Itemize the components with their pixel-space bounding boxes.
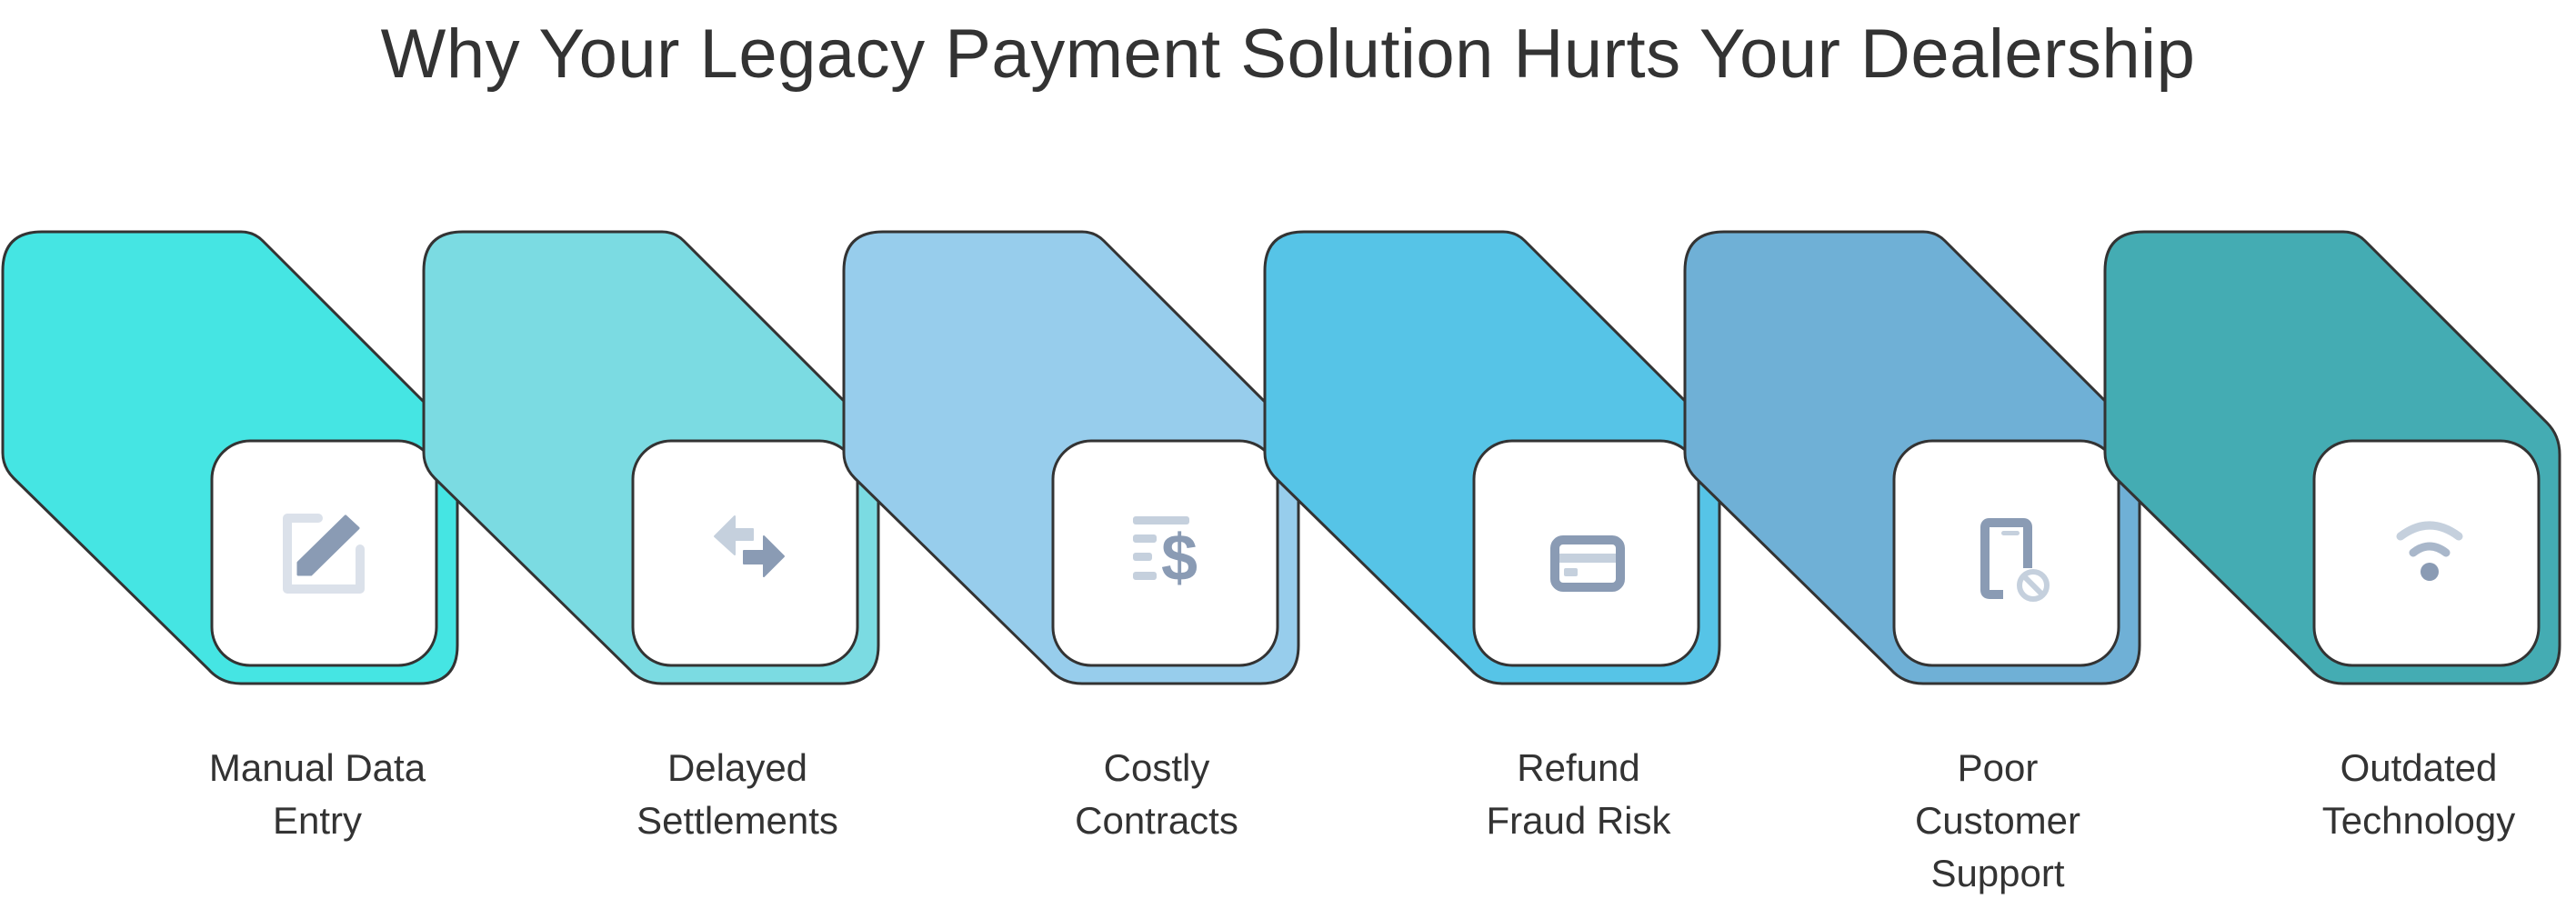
stage-2 xyxy=(422,230,880,685)
stage-4 xyxy=(1263,230,1721,685)
stage-1-label-line: Entry xyxy=(272,799,363,842)
stage-2-label: Delayed Settlements xyxy=(519,742,956,847)
stage-5-label-line: Customer xyxy=(1914,799,2081,842)
edit-icon xyxy=(283,514,365,594)
stage-6-label: Outdated Technology xyxy=(2200,742,2576,847)
stage-3-icon-box xyxy=(1051,439,1279,667)
stage-4-icon-box xyxy=(1472,439,1700,667)
stage-1-label-line: Manual Data xyxy=(208,746,426,789)
stage-4-label-line: Refund xyxy=(1517,746,1640,789)
stage-1 xyxy=(1,230,459,685)
stage-5-label-line: Poor xyxy=(1957,746,2039,789)
phone-blocked-icon xyxy=(1980,518,2050,602)
stage-3: $ xyxy=(842,230,1300,685)
credit-card-icon xyxy=(1550,535,1625,592)
stage-5 xyxy=(1683,230,2141,685)
stage-3-label: Costly Contracts xyxy=(938,742,1375,847)
svg-text:$: $ xyxy=(1161,522,1198,594)
stage-6-label-line: Outdated xyxy=(2340,746,2498,789)
page-title: Why Your Legacy Payment Solution Hurts Y… xyxy=(380,15,2196,93)
invoice-dollar-icon: $ xyxy=(1133,516,1198,594)
stage-5-label: Poor Customer Support xyxy=(1779,742,2216,900)
stage-6 xyxy=(2103,230,2561,685)
wifi-icon xyxy=(2396,521,2463,581)
stage-4-label-line: Fraud Risk xyxy=(1486,799,1671,842)
stage-4-label: Refund Fraud Risk xyxy=(1360,742,1797,847)
stage-6-icon-box xyxy=(2312,439,2541,667)
stage-6-label-line: Technology xyxy=(2321,799,2516,842)
stage-5-label-line: Support xyxy=(1930,852,2065,894)
stage-2-label-line: Settlements xyxy=(636,799,838,842)
stage-3-label-line: Contracts xyxy=(1075,799,1238,842)
transfer-arrows-icon xyxy=(714,515,785,577)
stage-5-icon-box xyxy=(1892,439,2120,667)
stage-2-label-line: Delayed xyxy=(667,746,808,789)
stage-1-label: Manual Data Entry xyxy=(99,742,536,847)
stage-3-label-line: Costly xyxy=(1103,746,1210,789)
